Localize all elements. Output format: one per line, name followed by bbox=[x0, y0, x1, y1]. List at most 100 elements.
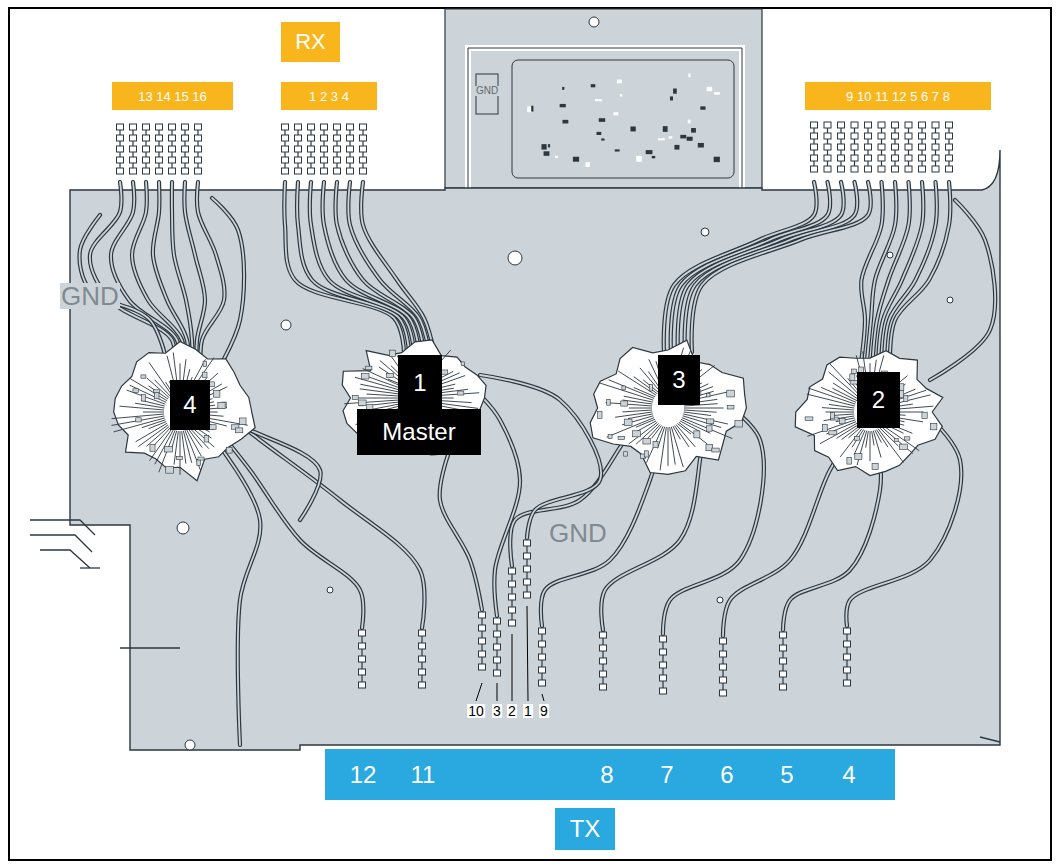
pad-chain bbox=[600, 632, 607, 690]
fanout-trace bbox=[373, 402, 399, 405]
leader-line bbox=[542, 694, 544, 701]
trace-copper bbox=[197, 182, 224, 376]
module-via bbox=[714, 157, 720, 162]
pad bbox=[156, 135, 163, 141]
fanout-pad bbox=[624, 419, 632, 425]
fanout-pad bbox=[235, 428, 242, 433]
pad bbox=[838, 166, 845, 172]
pad bbox=[143, 146, 150, 152]
fanout-trace bbox=[829, 363, 860, 396]
module-via bbox=[544, 151, 550, 156]
pad bbox=[865, 144, 872, 150]
pad bbox=[130, 135, 137, 141]
module-via bbox=[714, 92, 720, 94]
pad bbox=[479, 638, 486, 644]
fanout-trace bbox=[146, 426, 169, 446]
fanout-trace bbox=[139, 425, 169, 447]
pad bbox=[169, 135, 176, 141]
pad-chain bbox=[419, 630, 426, 688]
module-via bbox=[562, 87, 564, 90]
fanout-pad bbox=[847, 457, 852, 464]
pad bbox=[182, 146, 189, 152]
trace-copper bbox=[846, 395, 961, 626]
pad bbox=[720, 638, 727, 644]
fanout-pad bbox=[358, 400, 366, 406]
fanout-pad bbox=[707, 393, 710, 397]
pad bbox=[419, 669, 426, 675]
pad bbox=[143, 157, 150, 163]
fanout-pad bbox=[226, 447, 232, 453]
fanout-pad bbox=[643, 439, 650, 444]
pad-chain bbox=[539, 628, 546, 686]
pad bbox=[878, 166, 885, 172]
pad bbox=[169, 157, 176, 163]
fanout-trace bbox=[629, 408, 652, 409]
pad bbox=[419, 630, 426, 636]
pad-chain bbox=[347, 124, 354, 174]
pad bbox=[156, 157, 163, 163]
fanout-trace bbox=[842, 426, 860, 439]
fanout-trace bbox=[822, 408, 854, 410]
fanout-trace bbox=[682, 418, 733, 439]
pad bbox=[156, 168, 163, 174]
pad-chain bbox=[524, 540, 531, 598]
via-hole bbox=[185, 740, 195, 750]
pad bbox=[824, 122, 831, 128]
pad bbox=[811, 133, 818, 139]
fanout-pad bbox=[822, 425, 827, 432]
pad bbox=[359, 630, 366, 636]
fanout-trace bbox=[646, 426, 663, 462]
trace-stub bbox=[30, 520, 95, 535]
fanout-trace bbox=[870, 431, 871, 461]
via-hole bbox=[327, 587, 333, 593]
chip-marker: 4 bbox=[170, 380, 210, 430]
pad bbox=[780, 632, 787, 638]
fanout-pad bbox=[197, 460, 201, 466]
pad bbox=[878, 144, 885, 150]
fanout-pad bbox=[805, 417, 813, 421]
pad bbox=[539, 641, 546, 647]
pad bbox=[824, 166, 831, 172]
fanout-pad bbox=[166, 467, 174, 474]
pad-chain bbox=[156, 124, 163, 174]
group-name: TX bbox=[570, 817, 601, 841]
pad bbox=[919, 122, 926, 128]
pin-number: 8 bbox=[600, 763, 613, 787]
pad bbox=[946, 155, 953, 161]
pad bbox=[660, 688, 667, 694]
pin-number: 4 bbox=[842, 763, 855, 787]
pad bbox=[359, 656, 366, 662]
pad bbox=[130, 146, 137, 152]
trace-outline bbox=[480, 395, 520, 616]
pad-chain bbox=[117, 124, 124, 174]
fanout-pad bbox=[361, 374, 369, 379]
fanout-trace bbox=[680, 421, 699, 431]
pad bbox=[195, 157, 202, 163]
trace-copper bbox=[890, 182, 950, 370]
leader-line bbox=[476, 683, 482, 701]
module-via bbox=[658, 138, 665, 140]
pad bbox=[282, 146, 289, 152]
pad bbox=[811, 155, 818, 161]
fanout-pad bbox=[899, 444, 907, 449]
pad bbox=[295, 168, 302, 174]
pad bbox=[182, 135, 189, 141]
via-hole bbox=[177, 522, 189, 534]
pad bbox=[600, 684, 607, 690]
pad bbox=[932, 144, 939, 150]
fanout-trace bbox=[114, 418, 165, 432]
fanout-pad bbox=[133, 389, 139, 393]
pad bbox=[347, 124, 354, 130]
pad bbox=[844, 654, 851, 660]
via-hole bbox=[887, 252, 893, 258]
pad bbox=[360, 168, 367, 174]
module-via bbox=[670, 96, 673, 100]
pin-number: 11 bbox=[411, 763, 436, 787]
module-via bbox=[531, 106, 533, 112]
pour-clearance bbox=[795, 351, 943, 476]
pad bbox=[844, 641, 851, 647]
pin-number: 9 bbox=[539, 704, 549, 718]
pad bbox=[824, 133, 831, 139]
pad bbox=[878, 155, 885, 161]
